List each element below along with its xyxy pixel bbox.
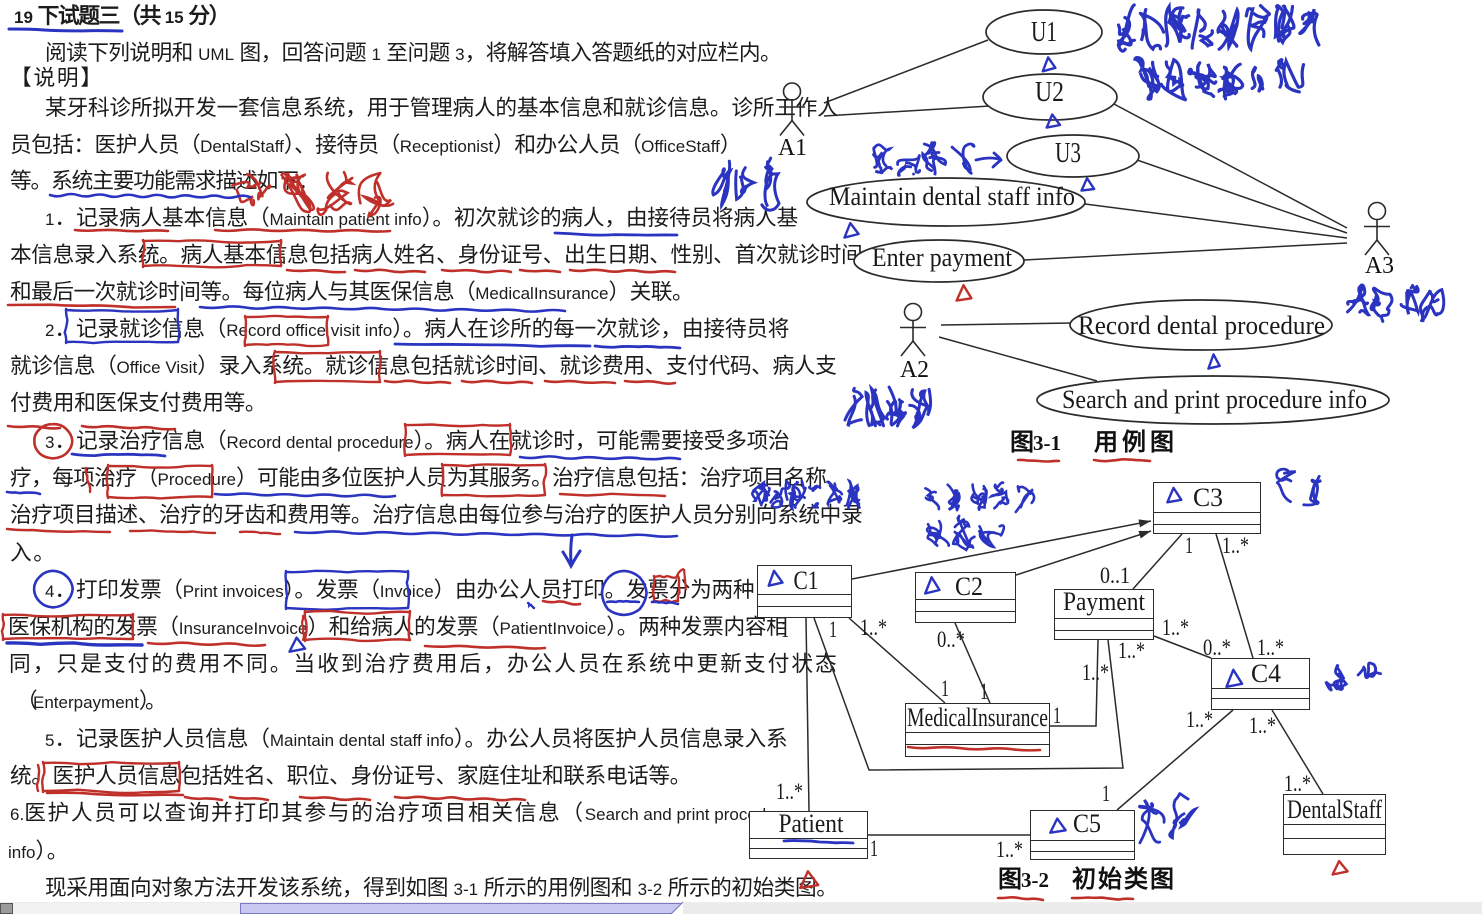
svg-text:A1: A1 [778,135,807,161]
svg-text:C4: C4 [1251,659,1281,688]
svg-text:1: 1 [1053,703,1061,728]
svg-text:1..*: 1..* [996,837,1023,862]
svg-text:1..*: 1..* [860,615,887,640]
svg-text:Search and print procedure inf: Search and print procedure info [1062,385,1367,414]
svg-text:C3: C3 [1193,483,1223,512]
svg-text:Record dental procedure: Record dental procedure [1078,311,1325,340]
svg-text:1..*: 1..* [1284,771,1311,796]
svg-text:1: 1 [980,679,988,704]
svg-text:1: 1 [829,617,837,642]
svg-text:MedicalInsurance: MedicalInsurance [907,703,1048,732]
svg-text:U1: U1 [1031,17,1057,48]
svg-text:C1: C1 [794,566,819,595]
svg-text:0..1: 0..1 [1100,563,1130,588]
svg-text:Patient: Patient [779,809,845,838]
svg-text:A3: A3 [1365,253,1394,279]
svg-text:DentalStaff: DentalStaff [1287,795,1382,824]
svg-text:U2: U2 [1035,77,1064,108]
svg-text:1: 1 [870,836,878,861]
svg-text:1: 1 [1102,781,1110,806]
svg-text:1..*: 1..* [1082,660,1109,685]
svg-text:C2: C2 [955,572,983,601]
svg-text:1..*: 1..* [1249,713,1276,738]
svg-text:1..*: 1..* [1222,533,1249,558]
svg-text:1: 1 [941,676,949,701]
svg-text:Enter payment: Enter payment [872,243,1013,272]
svg-text:1..*: 1..* [1186,707,1213,732]
svg-text:1: 1 [781,617,789,642]
svg-text:Maintain dental staff info: Maintain dental staff info [829,182,1075,211]
svg-text:0..*: 0..* [937,627,965,652]
svg-text:1..*: 1..* [776,779,803,804]
svg-text:1..*: 1..* [1257,635,1284,660]
svg-text:C5: C5 [1073,809,1101,838]
svg-text:0..*: 0..* [1203,635,1231,660]
svg-text:1: 1 [1185,533,1193,558]
svg-text:1..*: 1..* [1118,638,1145,663]
svg-text:A2: A2 [900,357,929,383]
svg-text:1..*: 1..* [1162,615,1189,640]
svg-text:Payment: Payment [1063,587,1146,616]
svg-text:U3: U3 [1055,138,1081,169]
